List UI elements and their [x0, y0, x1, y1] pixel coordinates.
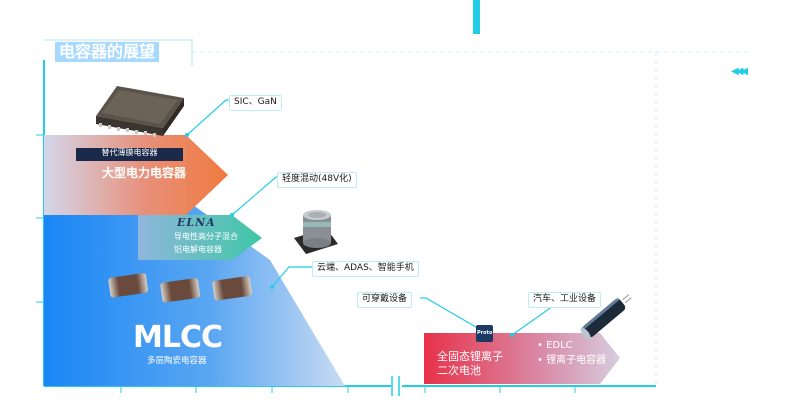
cylindrical-cell-image — [580, 294, 632, 340]
mlcc-label: MLCC — [133, 320, 223, 355]
callout-sic-gan: SIC、GaN — [229, 95, 282, 111]
callout-mild-hybrid: 轻度混动(48V化) — [277, 172, 357, 188]
callout-dot — [185, 133, 189, 137]
title-frame — [44, 39, 193, 66]
mlcc-chip-images — [108, 273, 253, 303]
thin-film-label: 大型电力电容器 — [102, 166, 187, 180]
power-capacitor-module-image — [96, 86, 184, 137]
battery-arrow — [424, 333, 620, 384]
aluminum-label-line2: 铝电解电容器 — [174, 245, 222, 254]
aluminum-label-line1: 导电性高分子混合 — [174, 232, 238, 241]
proto-brand-logo: Proto — [477, 330, 493, 336]
aluminum-arrow — [138, 215, 262, 260]
callout-adas: 云端、ADAS、智能手机 — [312, 261, 419, 277]
callout-industrial: 汽车、工业设备 — [528, 292, 602, 308]
elna-brand-logo: ELNA — [177, 216, 216, 229]
thin-film-badge: 替代薄膜电容器 — [76, 148, 183, 161]
callout-dot — [510, 333, 514, 337]
battery-bullet-lic: • 锂离子电容器 — [537, 355, 607, 366]
callout-dot — [270, 285, 274, 289]
battery-label-line2: 二次电池 — [437, 364, 481, 377]
callout-wearable: 可穿戴设备 — [357, 292, 413, 308]
back-arrows-icon[interactable]: ◀◀◀ — [731, 66, 748, 77]
aluminum-capacitor-image — [294, 210, 338, 254]
x-ticks — [120, 386, 576, 393]
battery-label-line1: 全固态锂离子 — [437, 350, 503, 363]
mlcc-sublabel: 多层陶瓷电容器 — [147, 356, 207, 366]
battery-bullet-edlc: • EDLC — [537, 340, 573, 351]
callout-dot — [230, 213, 234, 217]
top-accent-bar — [473, 0, 480, 34]
proto-logo-box — [476, 325, 493, 342]
page-title: 电容器的展望 — [55, 42, 160, 62]
